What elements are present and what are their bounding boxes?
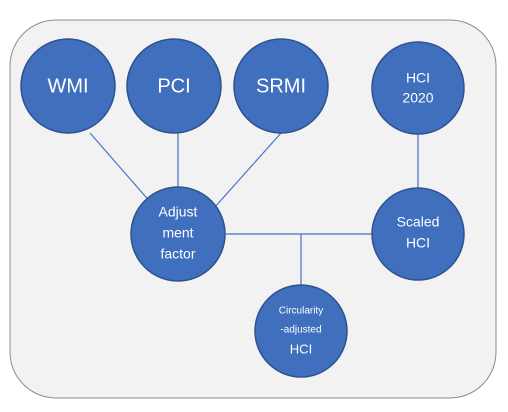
node-scaled-line1: Scaled xyxy=(397,214,440,230)
edge-srmi-adjustment xyxy=(213,132,282,209)
node-adjustment-line1: Adjust xyxy=(159,204,198,220)
edges xyxy=(89,132,419,285)
node-adjustment-factor: Adjust ment factor xyxy=(130,186,226,282)
node-circularity-adjusted-hci: Circularity -adjusted HCI xyxy=(254,284,348,378)
node-wmi-label: WMI xyxy=(47,75,88,97)
node-scaled-line2: HCI xyxy=(406,235,430,251)
node-circularity-line3: HCI xyxy=(290,341,312,356)
node-srmi-label: SRMI xyxy=(256,75,306,97)
node-hci2020-line1: HCI xyxy=(406,70,430,86)
node-circularity-line2: -adjusted xyxy=(280,325,321,336)
node-adjustment-line3: factor xyxy=(160,246,195,262)
node-pci: PCI xyxy=(126,38,222,134)
node-circularity-line1: Circularity xyxy=(279,306,323,317)
node-hci2020: HCI 2020 xyxy=(371,41,465,135)
node-srmi: SRMI xyxy=(233,38,329,134)
node-scaled-hci: Scaled HCI xyxy=(371,187,465,281)
node-pci-label: PCI xyxy=(157,75,190,97)
diagram-panel xyxy=(9,19,497,399)
node-wmi: WMI xyxy=(20,38,116,134)
node-hci2020-line2: 2020 xyxy=(402,90,433,106)
node-adjustment-line2: ment xyxy=(162,225,193,241)
edge-wmi-adjustment xyxy=(89,132,153,205)
